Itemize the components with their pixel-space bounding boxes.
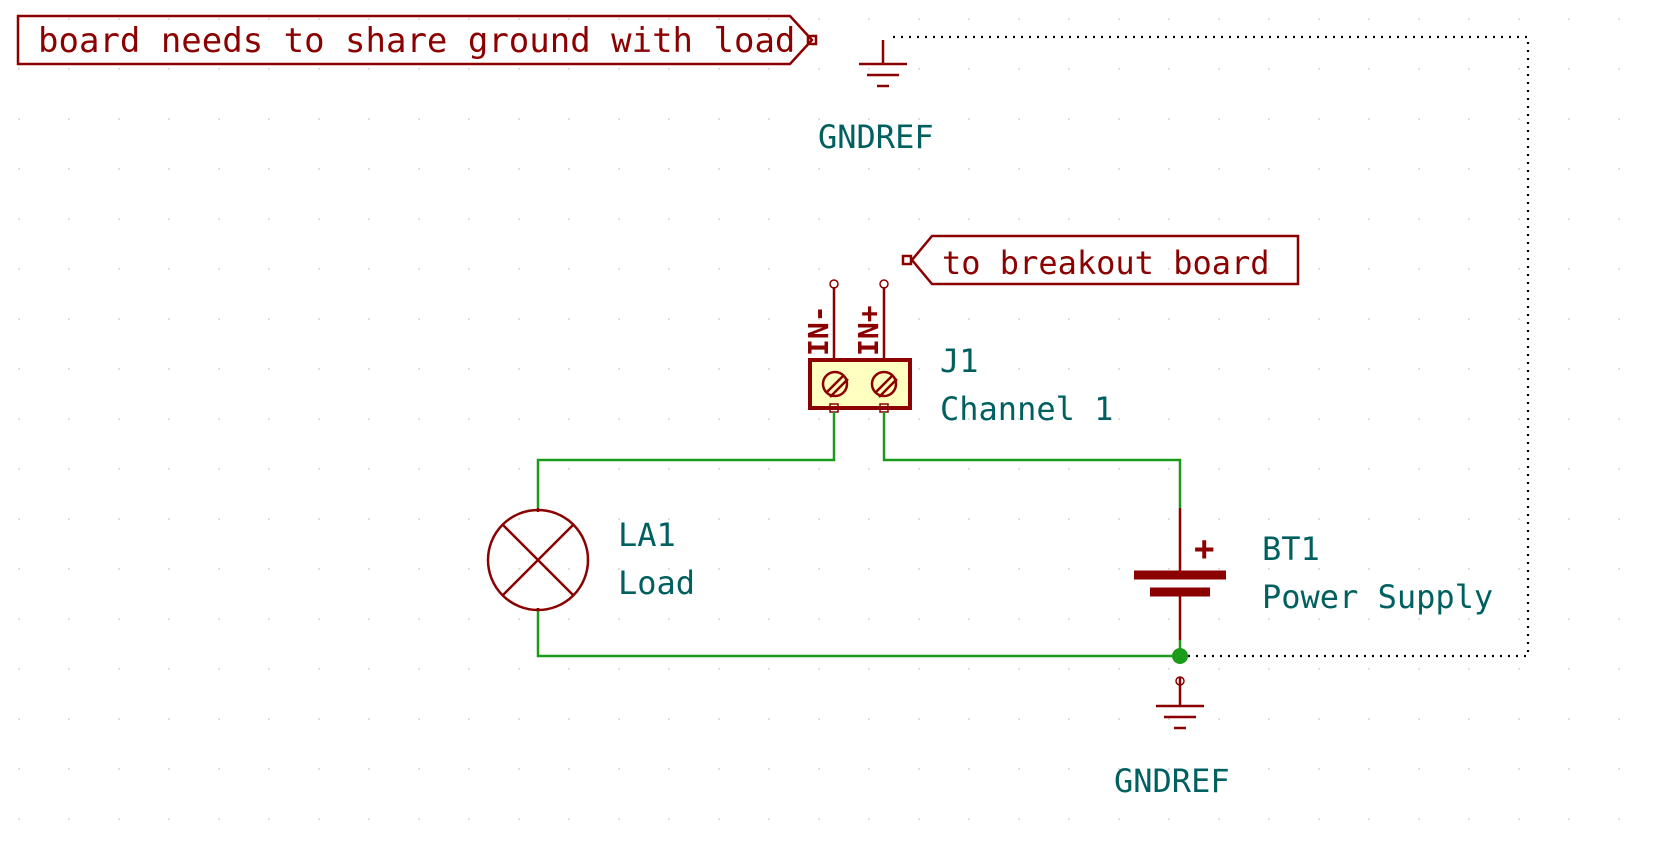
global-label-ground-note[interactable]: board needs to share ground with load [16, 14, 818, 66]
gndref-bottom-label: GNDREF [1114, 762, 1230, 800]
battery-plus-sign: + [1194, 529, 1214, 569]
junction-dot [1172, 648, 1188, 664]
connector-j1[interactable]: IN- IN+ J1 Channel 1 [802, 279, 1113, 428]
wire-load-to-ground[interactable] [536, 608, 1180, 658]
j1-pin-in-plus: IN+ [852, 305, 885, 356]
j1-value: Channel 1 [940, 390, 1113, 428]
lamp-la1[interactable]: LA1 Load [486, 508, 695, 612]
screw-icon [870, 370, 898, 398]
global-label-to-breakout[interactable]: to breakout board [901, 234, 1300, 286]
wire-j1-to-load[interactable] [536, 412, 836, 508]
screw-icon [821, 370, 849, 398]
battery-bt1[interactable]: + BT1 Power Supply [1134, 508, 1493, 640]
la1-value: Load [618, 564, 695, 602]
gndref-symbol-top[interactable]: GNDREF [818, 40, 934, 156]
bt1-reference: BT1 [1262, 530, 1320, 568]
wire-j1-to-supply[interactable] [882, 412, 1182, 508]
bt1-value: Power Supply [1262, 578, 1493, 616]
dotted-ground-link [893, 35, 1530, 658]
gndref-symbol-bottom[interactable]: GNDREF [1114, 676, 1230, 800]
la1-reference: LA1 [618, 516, 676, 554]
gndref-top-label: GNDREF [818, 118, 934, 156]
global-label-to-breakout-text: to breakout board [942, 244, 1270, 282]
global-label-ground-note-text: board needs to share ground with load [38, 21, 795, 61]
j1-reference: J1 [940, 342, 979, 380]
j1-pin-in-minus: IN- [802, 305, 835, 356]
